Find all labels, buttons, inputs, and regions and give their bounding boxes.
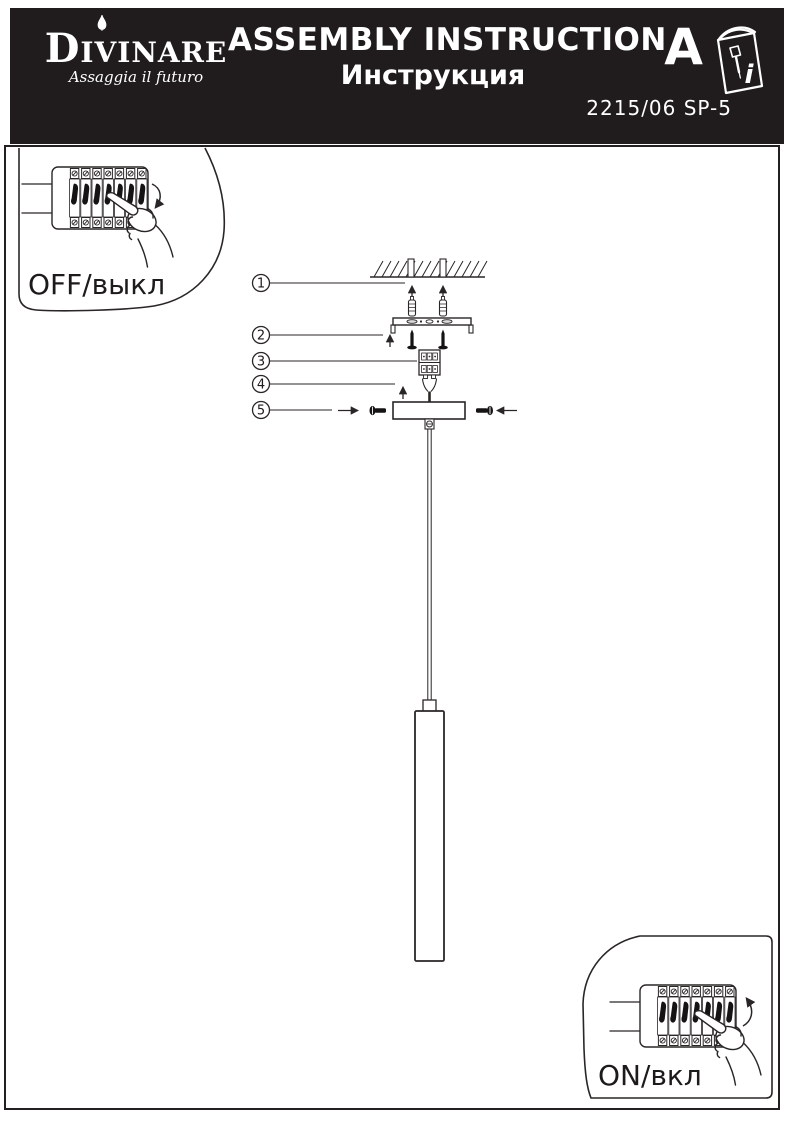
drill-hole-right: [439, 258, 447, 278]
section-letter: A: [664, 18, 703, 76]
mounting-bracket: [390, 317, 474, 334]
on-detail-outline: [582, 935, 773, 1099]
brand-logo: Divinare Assaggia il futuro: [30, 15, 242, 86]
wire-funnel: [421, 378, 438, 392]
title-secondary: Инструкция: [340, 60, 526, 91]
step-5-number: 5: [257, 404, 265, 419]
power-off-label: OFF/выкл: [28, 268, 165, 301]
pendant-tube: [414, 699, 445, 962]
wall-anchors: [407, 296, 448, 317]
bracket-strip: [392, 317, 472, 326]
tube-body: [414, 710, 445, 962]
brand-name: Divinare: [44, 25, 228, 72]
power-on-detail: ON/вкл: [582, 935, 773, 1099]
canopy: [369, 401, 493, 430]
anchor-right: [438, 299, 448, 317]
title-primary: ASSEMBLY INSTRUCTION: [228, 22, 667, 58]
manual-section-mark: A i: [664, 18, 768, 96]
step-5-marker: [251, 400, 271, 420]
step-4-marker: [251, 374, 271, 394]
step-1-marker: [251, 273, 271, 293]
step-2-marker: [251, 325, 271, 345]
step-markers: [251, 273, 417, 420]
switch-on-arrow-icon: [742, 997, 756, 1027]
brand-tagline: Assaggia il futuro: [68, 68, 204, 86]
mounting-screws: [407, 329, 448, 350]
header-titles: ASSEMBLY INSTRUCTION Инструкция: [228, 22, 667, 91]
header-band: Divinare Assaggia il futuro ASSEMBLY INS…: [10, 8, 784, 144]
step-4-number: 4: [257, 378, 265, 393]
diagram-frame: OFF/выкл 1 2 3 4 5: [4, 145, 780, 1110]
product-code: 2215/06 SP-5: [586, 96, 732, 120]
assembly-diagram: OFF/выкл 1 2 3 4 5: [18, 147, 773, 1099]
off-detail-outline: [18, 147, 226, 312]
power-on-label: ON/вкл: [598, 1059, 702, 1092]
switch-off-arrow-icon: [151, 183, 165, 209]
canopy-side-screws: [369, 405, 493, 416]
ceiling-hatching: [373, 260, 488, 278]
power-off-detail: OFF/выкл: [18, 147, 226, 312]
instruction-booklet-icon: i: [716, 26, 764, 95]
anchor-left: [407, 299, 417, 317]
canopy-body: [392, 401, 466, 420]
ceiling: [370, 258, 488, 278]
step-3-marker: [251, 351, 271, 371]
booklet-letter: i: [745, 60, 755, 90]
step-2-number: 2: [257, 329, 265, 344]
suspension-cable: [427, 429, 432, 700]
cord-grip: [424, 418, 435, 430]
step-numbers: 1 2 3 4 5: [257, 277, 265, 419]
drill-hole-left: [407, 258, 415, 278]
assembly-arrows: [338, 284, 517, 415]
terminal-block: [418, 349, 441, 402]
step-3-number: 3: [257, 355, 265, 370]
candle-flame-icon: [97, 15, 107, 31]
step-1-number: 1: [257, 277, 265, 292]
